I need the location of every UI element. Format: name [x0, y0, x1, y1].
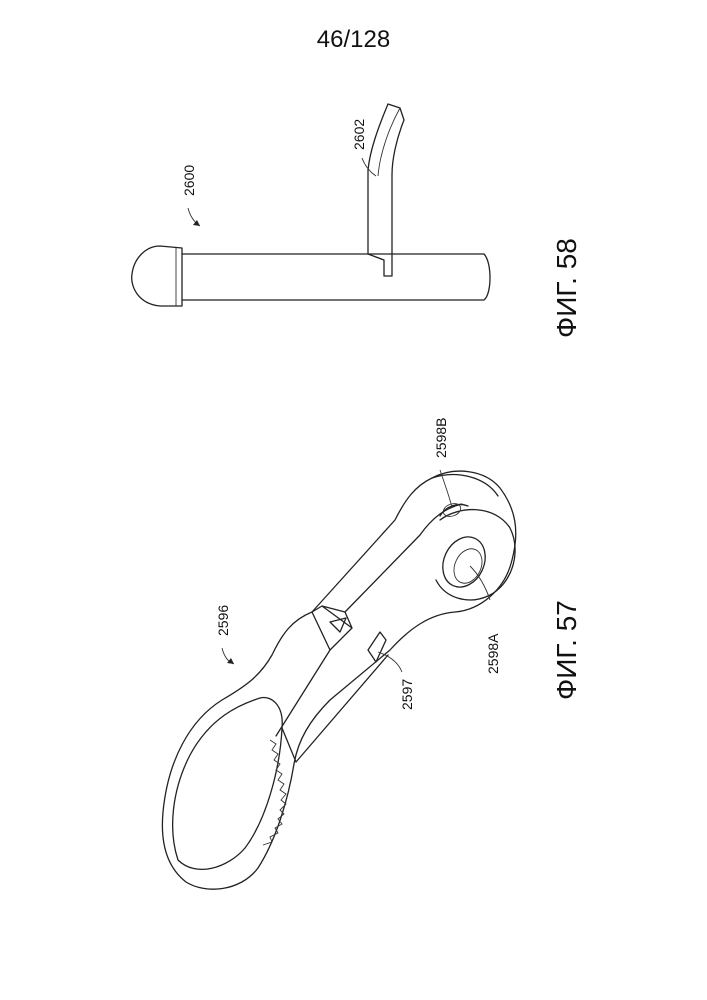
serrated-edge — [263, 740, 286, 845]
figure-57-drawing: 2596 2597 2598A 2598B ФИГ. 57 — [162, 418, 582, 890]
tab-2597 — [368, 632, 386, 662]
ref-2602: 2602 — [351, 119, 367, 150]
ref-2598a: 2598A — [485, 633, 501, 674]
ref-2596: 2596 — [215, 605, 231, 636]
neck-block — [312, 606, 352, 650]
hole-2598a — [435, 530, 493, 594]
ring-outer-a — [436, 510, 515, 600]
clip-2602 — [368, 104, 404, 276]
figure-58-drawing: 2600 2602 ФИГ. 58 — [132, 104, 582, 338]
figure-58-label: ФИГ. 58 — [551, 238, 582, 338]
leader-2598b — [440, 470, 452, 508]
pin-head — [132, 246, 182, 306]
ref-2597: 2597 — [399, 679, 415, 710]
pin-body — [182, 254, 490, 300]
handle-side-face — [276, 650, 388, 762]
handle-body-outline — [162, 471, 515, 889]
ref-2600: 2600 — [181, 165, 197, 196]
figure-57-label: ФИГ. 57 — [551, 600, 582, 700]
ref-2598b: 2598B — [433, 418, 449, 458]
leader-2596-arrow — [227, 658, 234, 664]
